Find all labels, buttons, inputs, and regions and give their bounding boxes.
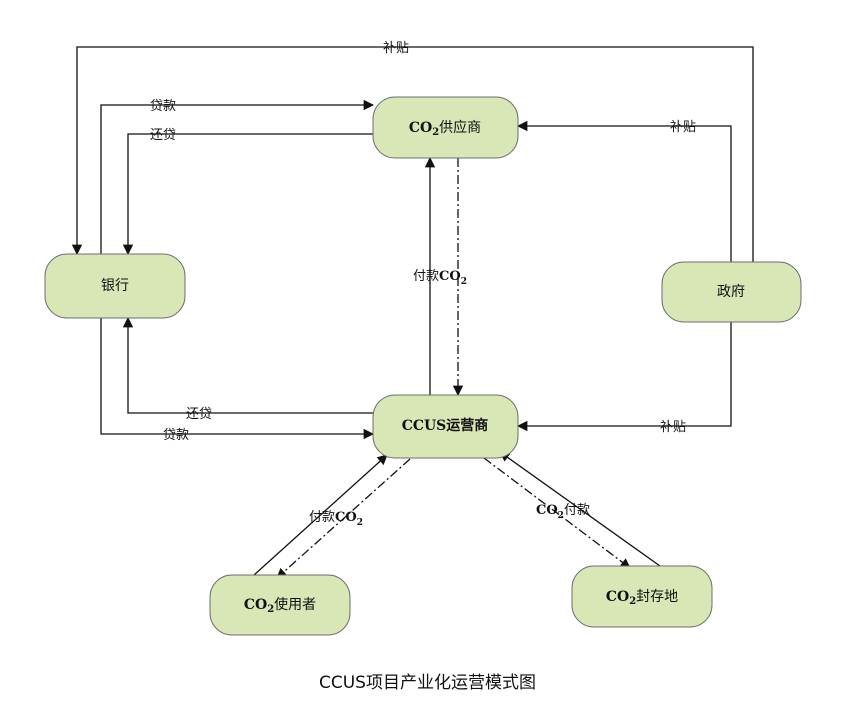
edge-label-gov-bank-subsidy: 补贴 <box>383 41 409 56</box>
edge-gov-bank-subsidy <box>71 46 754 262</box>
edge-operator-bank-repay <box>122 316 373 414</box>
edge-label-gov-supplier-subsidy: 补贴 <box>670 120 696 135</box>
node-co2-storage: CO2封存地 <box>571 565 713 628</box>
node-co2-user-label: CO2使用者 <box>244 596 316 615</box>
edge-label-operator-supplier-pay: 付款CO2 <box>413 269 467 287</box>
edge-gov-operator-subsidy <box>516 322 732 432</box>
node-bank-label: 银行 <box>101 278 129 294</box>
node-government: 政府 <box>661 261 802 323</box>
edge-label-supplier-bank-repay: 还贷 <box>150 128 176 143</box>
edge-bank-operator-loan <box>100 318 375 440</box>
node-co2-storage-label: CO2封存地 <box>606 589 678 607</box>
edge-operator-user-co2 <box>276 458 411 579</box>
node-co2-supplier: CO2供应商 <box>372 96 519 159</box>
edge-label-bank-operator-loan: 贷款 <box>163 428 189 443</box>
edge-supplier-bank-repay <box>122 133 373 256</box>
edge-label-operator-bank-repay: 还贷 <box>186 407 212 422</box>
node-co2-user: CO2使用者 <box>209 574 351 636</box>
edge-label-user-operator-pay: 付款CO2 <box>309 510 363 528</box>
edge-label-storage-operator-pay: CO2付款 <box>536 503 590 521</box>
diagram-caption: CCUS项目产业化运营模式图 <box>319 673 536 693</box>
edge-gov-supplier-subsidy <box>516 120 732 262</box>
edge-label-bank-supplier-loan: 贷款 <box>150 99 176 114</box>
edge-storage-operator-pay <box>499 451 661 567</box>
edge-user-operator-pay <box>253 454 388 576</box>
node-co2-supplier-label: CO2供应商 <box>409 119 481 138</box>
edge-bank-supplier-loan <box>100 99 375 254</box>
edge-operator-storage-co2 <box>483 457 631 569</box>
node-ccus-operator: CCUS运营商 <box>372 394 519 459</box>
node-government-label: 政府 <box>717 284 745 300</box>
node-ccus-operator-label: CCUS运营商 <box>402 417 489 434</box>
edge-label-gov-operator-subsidy: 补贴 <box>660 420 686 435</box>
node-bank: 银行 <box>44 253 186 319</box>
